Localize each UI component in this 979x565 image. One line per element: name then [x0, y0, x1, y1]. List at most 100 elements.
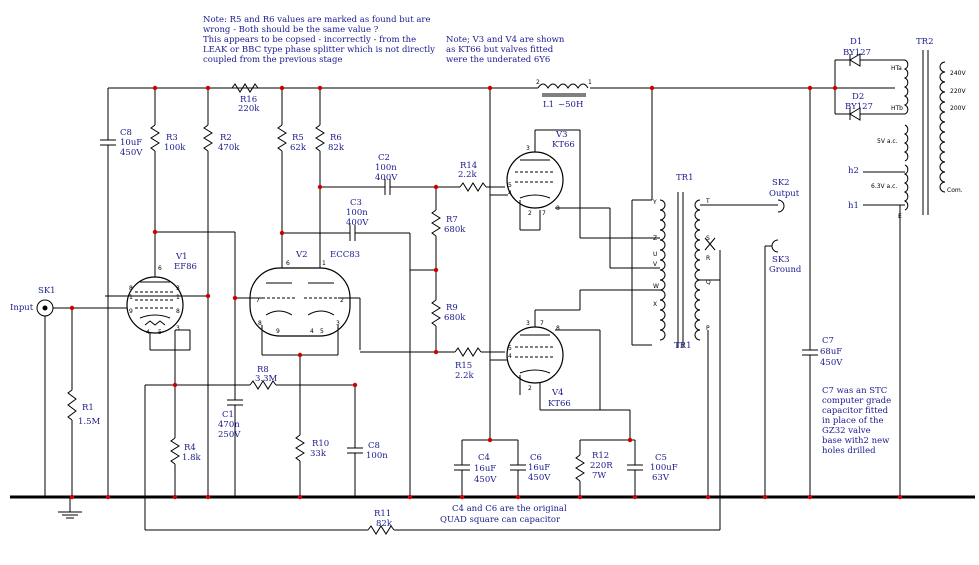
- capacitor-c6: C6 16uF 450V: [510, 440, 551, 497]
- note-r5-r6: Note: R5 and R6 values are marked as fou…: [203, 15, 435, 65]
- svg-text:6: 6: [286, 260, 290, 267]
- svg-text:V: V: [653, 261, 658, 268]
- svg-text:R9: R9: [446, 303, 458, 313]
- svg-text:2: 2: [340, 297, 344, 304]
- svg-text:~50H: ~50H: [558, 100, 583, 110]
- svg-text:Com.: Com.: [947, 187, 963, 194]
- svg-text:were the underated 6Y6: were the underated 6Y6: [446, 55, 550, 65]
- svg-text:400V: 400V: [346, 218, 369, 228]
- resistor-r4: R4 1.8k: [170, 385, 202, 497]
- svg-text:220V: 220V: [950, 88, 966, 95]
- svg-text:7: 7: [542, 210, 546, 217]
- svg-text:R3: R3: [166, 133, 178, 143]
- svg-text:HTa: HTa: [891, 65, 902, 72]
- svg-text:R5: R5: [292, 133, 304, 143]
- svg-text:3: 3: [176, 325, 180, 332]
- svg-text:C7 was an STC: C7 was an STC: [822, 386, 887, 396]
- svg-text:P: P: [706, 325, 710, 332]
- svg-text:4: 4: [508, 353, 512, 360]
- svg-text:7: 7: [256, 297, 260, 304]
- transformer-tr1: TR1 Y Z U V W X T S R Q P TR1: [631, 88, 711, 351]
- svg-text:82k: 82k: [328, 143, 345, 153]
- svg-text:2: 2: [528, 385, 532, 392]
- svg-text:1.5M: 1.5M: [78, 417, 101, 427]
- svg-text:C4: C4: [478, 453, 490, 463]
- svg-text:100k: 100k: [164, 143, 186, 153]
- svg-text:base with2 new: base with2 new: [822, 436, 890, 446]
- svg-text:R10: R10: [312, 439, 329, 449]
- svg-text:R15: R15: [455, 361, 472, 371]
- svg-text:HTb: HTb: [891, 105, 903, 112]
- resistor-r12: R12 220R 7W: [575, 439, 635, 497]
- resistor-r15: R15 2.2k: [360, 347, 505, 381]
- svg-text:8: 8: [258, 320, 262, 327]
- svg-text:100n: 100n: [346, 208, 368, 218]
- svg-text:R: R: [706, 255, 710, 262]
- svg-text:1.8k: 1.8k: [182, 453, 202, 463]
- choke-l1: 2 1 L1 ~50H: [536, 79, 592, 110]
- svg-text:250V: 250V: [218, 430, 241, 440]
- svg-text:2.2k: 2.2k: [455, 371, 475, 381]
- valve-v3: 3 5 4 2 7 8 V3 KT66: [506, 130, 575, 217]
- svg-text:V3: V3: [555, 130, 568, 140]
- svg-text:1: 1: [129, 294, 133, 301]
- svg-text:Note; V3 and V4 are shown: Note; V3 and V4 are shown: [446, 35, 565, 45]
- capacitor-c3: C3 100n 400V: [282, 198, 411, 270]
- svg-text:V2: V2: [295, 250, 308, 260]
- svg-text:3: 3: [526, 320, 530, 327]
- svg-text:5: 5: [508, 345, 512, 352]
- svg-text:10uF: 10uF: [120, 138, 142, 148]
- svg-text:R7: R7: [446, 215, 458, 225]
- output-socket-sk2: SK2 Output: [769, 178, 800, 213]
- resistor-r10: R10 33k: [295, 434, 329, 497]
- svg-text:16uF: 16uF: [528, 463, 550, 473]
- resistor-r6: R6 82k: [315, 88, 345, 272]
- svg-text:D2: D2: [852, 92, 864, 102]
- svg-text:5: 5: [320, 328, 324, 335]
- svg-text:68uF: 68uF: [820, 347, 842, 357]
- resistor-r11: R11 82k: [145, 497, 721, 535]
- svg-text:1: 1: [588, 79, 592, 86]
- svg-text:2: 2: [536, 79, 540, 86]
- svg-text:1: 1: [176, 294, 180, 301]
- svg-text:5: 5: [508, 182, 512, 189]
- svg-text:LEAK or BBC type phase splitte: LEAK or BBC type phase splitter which is…: [203, 45, 435, 55]
- svg-text:L1: L1: [543, 100, 554, 110]
- svg-text:W: W: [653, 283, 659, 290]
- svg-text:holes drilled: holes drilled: [822, 446, 876, 456]
- svg-text:C2: C2: [378, 153, 390, 163]
- svg-text:D1: D1: [850, 37, 862, 47]
- svg-text:3: 3: [176, 285, 180, 292]
- svg-text:R4: R4: [184, 443, 196, 453]
- svg-text:100uF: 100uF: [650, 463, 678, 473]
- svg-text:Input: Input: [10, 303, 34, 313]
- svg-text:h2: h2: [848, 166, 859, 176]
- svg-text:9: 9: [129, 308, 133, 315]
- svg-text:100n: 100n: [366, 451, 388, 461]
- svg-text:450V: 450V: [528, 473, 551, 483]
- svg-text:220R: 220R: [590, 461, 613, 471]
- capacitor-c4: C4 16uF 450V: [454, 439, 518, 497]
- svg-text:R2: R2: [220, 133, 232, 143]
- svg-text:QUAD square can capacitor: QUAD square can capacitor: [440, 515, 561, 525]
- svg-text:T: T: [705, 198, 710, 205]
- diode-d2: D2 BY127: [835, 92, 890, 121]
- svg-text:capacitor fitted: capacitor fitted: [822, 406, 889, 416]
- ground-symbol: [58, 497, 82, 519]
- svg-text:63V: 63V: [652, 473, 670, 483]
- svg-text:computer grade: computer grade: [822, 396, 891, 406]
- svg-text:400V: 400V: [375, 173, 398, 183]
- svg-text:C3: C3: [350, 198, 362, 208]
- resistor-r7: R7 680k: [431, 187, 466, 300]
- svg-text:C5: C5: [655, 453, 667, 463]
- svg-text:450V: 450V: [820, 358, 843, 368]
- svg-text:220k: 220k: [238, 104, 260, 114]
- svg-text:R14: R14: [460, 161, 477, 171]
- svg-text:V1: V1: [175, 252, 188, 262]
- svg-text:8: 8: [556, 325, 560, 332]
- svg-text:6: 6: [158, 265, 162, 272]
- svg-text:C4 and C6 are the original: C4 and C6 are the original: [452, 504, 567, 514]
- svg-text:S: S: [706, 235, 710, 242]
- svg-text:Note: R5 and R6 values are mar: Note: R5 and R6 values are marked as fou…: [203, 15, 431, 25]
- valve-v2: 6 1 7 2 8 3 9 4 5 V2 ECC83: [249, 250, 360, 337]
